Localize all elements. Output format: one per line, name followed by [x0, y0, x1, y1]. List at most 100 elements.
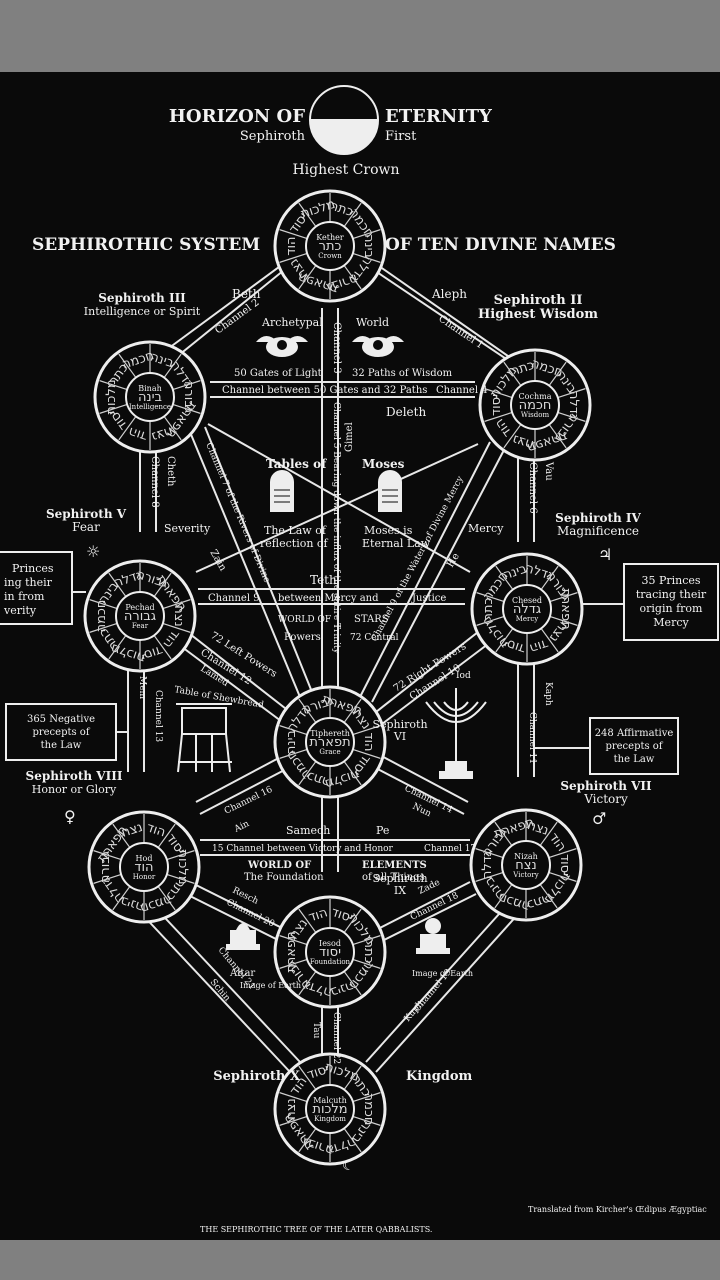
- sephira-spoke: [549, 615, 578, 626]
- sephira-tiphereth: תפארתנצחהודיסודמלכותכתרחכמהבינהגדלהגבורה…: [273, 685, 387, 799]
- hebrew-name-glyph: גדלה: [566, 391, 581, 419]
- label-justice: Justice: [411, 593, 446, 604]
- title-s2b: Highest Wisdom: [478, 307, 598, 322]
- label-deleth: Deleth: [386, 405, 426, 419]
- title-s8: Sephiroth VIII: [26, 769, 123, 783]
- label-cheth: Cheth: [165, 456, 176, 487]
- label-mercy: Mercy: [468, 522, 504, 535]
- label-channel-between: Channel between 50 Gates and 32 Paths: [222, 385, 427, 396]
- sephira-binah-meaning: Intelligence: [129, 403, 171, 411]
- header-system-left: SEPHIROTHIC SYSTEM: [32, 235, 260, 255]
- sephira-spoke: [157, 886, 176, 911]
- label-channel11: Channel 11: [527, 712, 537, 764]
- sephira-spoke: [539, 884, 558, 909]
- sephira-nizah-name: Nizah: [514, 852, 538, 861]
- sephira-iesod-name: Iesod: [319, 939, 341, 948]
- hebrew-name-glyph: הוד: [307, 905, 330, 925]
- sephira-spoke: [352, 958, 381, 969]
- hebrew-name-glyph: כתר: [329, 199, 355, 220]
- side-box-right-top-line2: tracing their: [636, 588, 707, 601]
- sephira-spoke: [99, 403, 128, 414]
- side-box-left-bottom-line2: precepts of: [32, 727, 90, 738]
- sun-symbol-icon: ☼: [86, 542, 100, 561]
- sephira-hod-inner-circle: [119, 842, 169, 892]
- side-box-right-top: 35 Princes tracing their origin from Mer…: [623, 563, 719, 641]
- sephira-binah-name: Binah: [138, 384, 162, 393]
- title-s10: Sephiroth X: [213, 1069, 301, 1084]
- sephira-spoke: [548, 361, 567, 386]
- sephira-spoke: [494, 884, 513, 909]
- hebrew-name-glyph: נצח: [525, 818, 550, 839]
- label-channel4: Channel 4: [436, 385, 488, 396]
- side-box-left-bottom: 365 Negative precepts of the Law: [5, 703, 117, 761]
- label-channel13: Channel 13: [153, 690, 163, 742]
- hebrew-name-glyph: חכמה: [361, 1093, 376, 1126]
- sephira-pechad-meaning: Fear: [132, 622, 149, 630]
- venus-symbol-icon: ♀: [64, 807, 76, 826]
- label-of-all-things: of all Things: [362, 872, 425, 883]
- side-box-right-top-line3: origin from: [640, 602, 703, 615]
- label-channel17: Channel 17: [424, 844, 476, 854]
- sephira-kether: כתרחכמהבינהגדלהגבורהתפארתנצחהודיסודמלכות…: [273, 189, 387, 303]
- hebrew-name-glyph: הוד: [284, 236, 299, 255]
- hebrew-name-glyph: כתר: [481, 598, 496, 621]
- label-table-shewbread: Table of Shewbread: [173, 685, 264, 711]
- title-s5b: Fear: [72, 520, 100, 534]
- label-moses: Moses: [362, 457, 405, 471]
- sephira-spoke: [343, 265, 362, 290]
- label-image-earth-right: Image of Earth: [412, 969, 473, 978]
- label-powers: Powers: [284, 632, 321, 643]
- hebrew-name-glyph: הוד: [144, 820, 167, 840]
- hebrew-name-glyph: יסוד: [329, 905, 355, 926]
- sephira-spoke: [343, 908, 362, 933]
- sephira-spoke: [279, 1115, 308, 1126]
- sephira-kether-name: Kether: [316, 233, 344, 242]
- sephira-spoke: [298, 761, 317, 786]
- sephira-spoke: [298, 1065, 317, 1090]
- sephira-spoke: [279, 935, 308, 946]
- side-box-left-top-line4: verity: [3, 604, 37, 617]
- sephira-spoke: [112, 886, 131, 911]
- sephira-pechad: גבורהתפארתנצחהודיסודמלכותכתרחכמהבינהגדלה…: [83, 559, 197, 673]
- label-channel2: Channel 2: [213, 297, 261, 336]
- side-box-left-top: Princes ing their in from verity: [0, 551, 73, 625]
- sephira-malcuth-meaning: Kingdom: [314, 1115, 346, 1123]
- sephira-tiphereth-divine-name: תפארת: [309, 735, 350, 750]
- label-pe: Pe: [376, 824, 389, 837]
- channel-lines: [72, 249, 624, 1073]
- cherubim-illustration: [256, 336, 404, 357]
- hebrew-name-glyph: נצח: [284, 1098, 299, 1119]
- title-s9b: IX: [394, 884, 406, 897]
- sephira-tiphereth-inner-circle: [305, 717, 355, 767]
- sephira-spoke: [298, 1128, 317, 1153]
- sephira-spoke: [112, 823, 131, 848]
- tables-of-moses-icon: [270, 470, 402, 512]
- hebrew-name-glyph: תפארת: [558, 588, 573, 629]
- altar-icon: [226, 923, 260, 950]
- sephira-spoke: [298, 202, 317, 227]
- sephira-tiphereth-meaning: Grace: [319, 748, 340, 756]
- sephira-malcuth-inner-circle: [305, 1084, 355, 1134]
- label-gates: 50 Gates of Light: [234, 368, 322, 379]
- sephira-spoke: [163, 416, 182, 441]
- hebrew-name-glyph: בינה: [284, 730, 299, 754]
- title-s2: Sephiroth II: [494, 293, 583, 308]
- sephira-spoke: [279, 958, 308, 969]
- title-s7: Sephiroth VII: [560, 779, 652, 793]
- sephiroth-circles: כתר חכמה בינה גדלה גבורהתפארתנצחהודיסודמלכות…: [83, 189, 592, 1166]
- hebrew-name-glyph: מלכות: [175, 849, 190, 884]
- side-box-left-bottom-line1: 365 Negative: [27, 714, 95, 725]
- sephira-spoke: [162, 599, 191, 610]
- footer-caption: THE SEPHIROTHIC TREE OF THE LATER QABBAL…: [200, 1225, 432, 1234]
- hebrew-name-glyph: בינה: [148, 350, 176, 372]
- sephira-spoke: [298, 971, 317, 996]
- label-schin: Schin: [208, 978, 232, 1004]
- label-severity: Severity: [164, 522, 211, 535]
- table-shewbread-icon: [176, 703, 232, 773]
- label-gimel: Gimel: [344, 422, 355, 452]
- sephirothic-tree-diagram: כתר חכמה בינה גדלה גבורהתפארתנצחהודיסודמלכות…: [0, 85, 719, 1234]
- sephira-spoke: [108, 572, 127, 597]
- hebrew-name-glyph: הוד: [127, 424, 150, 444]
- sephira-spoke: [503, 361, 522, 386]
- label-image-earth-left: Image of Earth: [240, 981, 301, 990]
